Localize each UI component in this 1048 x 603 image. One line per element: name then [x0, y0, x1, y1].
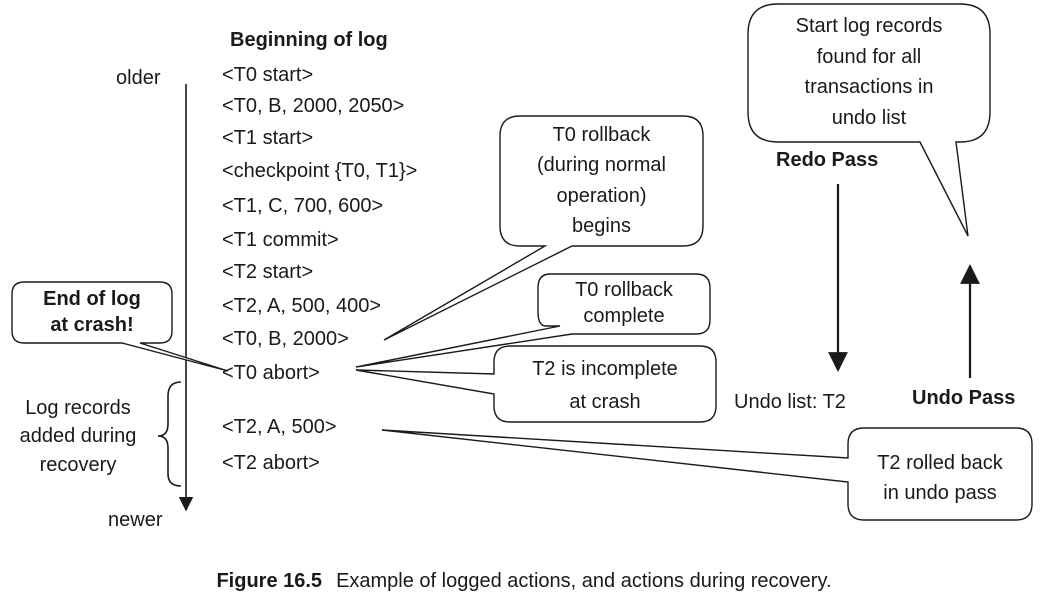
- log-record: <T2, A, 500, 400>: [222, 295, 382, 317]
- start-records-line: Start log records: [795, 15, 943, 37]
- log-record: <T0, B, 2000>: [222, 328, 349, 350]
- rollback-begins-bubble: [383, 115, 704, 341]
- start-records-line: found for all: [816, 46, 922, 68]
- log-record: <checkpoint {T0, T1}>: [222, 160, 418, 182]
- end-of-log-line: at crash!: [50, 314, 134, 336]
- rollback-begins-line: (during normal: [537, 154, 666, 176]
- log-record: <T0, B, 2000, 2050>: [222, 95, 405, 117]
- rollback-begins-line: begins: [572, 215, 631, 237]
- t2-rolled-back-line: T2 rolled back: [877, 452, 1003, 474]
- end-of-log-line: End of log: [43, 288, 141, 310]
- undo-list-label: Undo list: T2: [734, 391, 846, 413]
- undo-pass-label: Undo Pass: [912, 387, 1016, 409]
- older-label: older: [116, 67, 161, 89]
- figure-number: Figure 16.5: [216, 570, 323, 592]
- log-record: <T1 start>: [222, 127, 314, 149]
- log-header: Beginning of log: [230, 29, 388, 51]
- log-record: <T2 start>: [222, 261, 314, 283]
- recovery-brace: [157, 381, 182, 487]
- newer-label: newer: [108, 509, 163, 531]
- log-record: <T1 commit>: [222, 229, 339, 251]
- start-records-bubble: [747, 3, 991, 237]
- redo-pass-label: Redo Pass: [776, 149, 879, 171]
- recovery-label-line: Log records: [25, 397, 131, 419]
- log-record: <T0 abort>: [222, 362, 320, 384]
- rollback-complete-line: T0 rollback: [575, 279, 673, 301]
- t2-incomplete-line: T2 is incomplete: [532, 358, 678, 380]
- t2-incomplete-bubble: [355, 345, 717, 423]
- t2-rolled-back-bubble: [381, 427, 1033, 521]
- log-record: <T2, A, 500>: [222, 416, 337, 438]
- figure-caption-text: Example of logged actions, and actions d…: [336, 570, 832, 592]
- start-records-line: undo list: [831, 107, 907, 129]
- rollback-complete-line: complete: [583, 305, 665, 327]
- t2-incomplete-line: at crash: [569, 391, 641, 413]
- log-record: <T2 abort>: [222, 452, 320, 474]
- rollback-complete-bubble: [355, 273, 711, 368]
- start-records-line: transactions in: [804, 76, 934, 98]
- recovery-label-line: added during: [19, 425, 137, 447]
- log-record: <T1, C, 700, 600>: [222, 195, 384, 217]
- end-of-log-bubble: [11, 281, 229, 372]
- rollback-begins-line: T0 rollback: [552, 124, 651, 146]
- figure-caption: Figure 16.5 Example of logged actions, an…: [0, 569, 1048, 593]
- rollback-begins-line: operation): [556, 185, 647, 207]
- recovery-label-line: recovery: [39, 454, 117, 476]
- log-record: <T0 start>: [222, 64, 314, 86]
- t2-rolled-back-line: in undo pass: [883, 482, 997, 504]
